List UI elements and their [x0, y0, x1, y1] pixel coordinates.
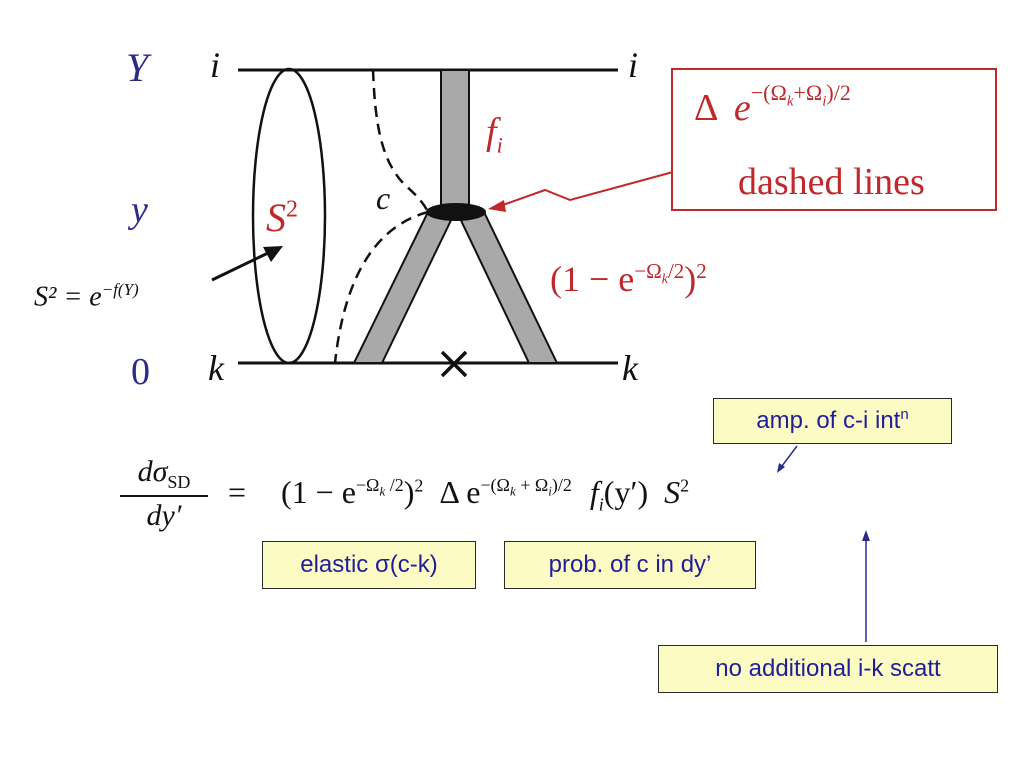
elastic-factor-power: 2: [696, 259, 707, 283]
formula-rhs: (1 − e−Ωk /2)2 Δ e−(Ωk + Ωi)/2 fi(y′) S2: [281, 474, 690, 515]
formula-rhs-c-tail: (y′): [603, 474, 649, 510]
vertex-blob: [426, 203, 486, 221]
amp-annotation-text: amp. of c-i int: [756, 407, 901, 434]
dashed-lines-box: [671, 68, 997, 211]
formula-rhs-a-exp: −Ω: [355, 475, 380, 496]
s2-ellipse: [251, 67, 327, 365]
formula-rhs-b-exp-mid: + Ω: [515, 475, 549, 496]
label-fi: fi: [486, 110, 503, 159]
formula-rhs-b: Δ e: [439, 474, 481, 510]
formula-numerator: dσSD: [120, 455, 208, 493]
s2-definition: S² = e−f(Y): [34, 280, 139, 313]
redbox-delta: Δ: [694, 87, 717, 129]
redbox-exponent-tail: )/2: [826, 80, 851, 106]
formula-rhs-d: S: [664, 474, 681, 510]
red-lightning-arrow-icon: [488, 171, 674, 212]
prob-annotation-box: prob. of c in dy’: [504, 541, 756, 589]
label-k-left: k: [208, 348, 224, 388]
s2-definition-exp: −f(Y): [101, 280, 139, 299]
elastic-annotation-box: elastic σ(c-k): [262, 541, 476, 589]
elastic-factor-exp: −Ω: [634, 259, 662, 283]
formula-rhs-a: (1 − e: [281, 474, 356, 510]
formula-rhs-c: f: [589, 474, 599, 510]
fraction-bar: [120, 495, 208, 497]
label-i-right: i: [628, 45, 639, 85]
formula-rhs-d-pow: 2: [680, 475, 690, 496]
pomeron-upper: [440, 69, 470, 211]
elastic-factor: (1 − e−Ωk/2)2: [550, 259, 707, 299]
formula-equals: =: [228, 474, 247, 510]
label-zero: 0: [131, 351, 150, 393]
elastic-factor-exp-tail: /2: [667, 259, 685, 283]
redbox-exp-base: e: [733, 87, 751, 129]
label-S2-base: S: [266, 195, 286, 240]
amp-annotation-sup: n: [900, 405, 909, 423]
formula-rhs-a-exp-tail: /2: [385, 475, 404, 496]
formula-rhs-a-pow: 2: [414, 475, 424, 496]
label-fi-f: f: [486, 111, 497, 153]
label-Y: Y: [126, 45, 149, 90]
pomeron-right-leg: [455, 211, 559, 364]
formula-rhs-b-exp: −(Ω: [480, 475, 510, 496]
label-c: c: [376, 180, 391, 216]
cut-cross-icon: [440, 350, 468, 378]
redbox-formula: Δ e−(Ωk+Ωi)/2: [694, 80, 851, 129]
label-S2: S2: [266, 195, 298, 240]
formula-numerator-text: dσ: [137, 455, 168, 488]
formula-rhs-a-close: ): [403, 474, 415, 510]
redbox-exponent-rest: +Ω: [793, 80, 823, 106]
amp-arrow-icon: [777, 445, 798, 473]
s2-up-arrow-icon: [862, 530, 870, 642]
pomeron-left-leg: [352, 211, 457, 364]
s2-definition-text: S² = e: [34, 281, 102, 313]
label-fi-sub: i: [496, 132, 503, 158]
elastic-factor-close: ): [684, 259, 697, 299]
label-i-left: i: [210, 45, 221, 85]
redbox-exponent: −(Ω: [750, 80, 787, 106]
redbox-caption: dashed lines: [738, 161, 925, 203]
no-additional-annotation-box: no additional i-k scatt: [658, 645, 998, 693]
formula-denominator: dy′: [146, 499, 182, 532]
dashed-line-c-lower: [333, 210, 429, 364]
formula-fraction: dσSD dy′: [120, 455, 208, 533]
dashed-line-c: [371, 69, 430, 213]
label-k-right: k: [622, 348, 638, 388]
label-y: y: [131, 189, 148, 231]
formula-numerator-sub: SD: [167, 472, 191, 492]
formula-rhs-b-exp-tail: )/2: [551, 475, 572, 496]
elastic-factor-text: (1 − e: [550, 259, 635, 299]
s2-arrow-icon: [211, 246, 283, 282]
